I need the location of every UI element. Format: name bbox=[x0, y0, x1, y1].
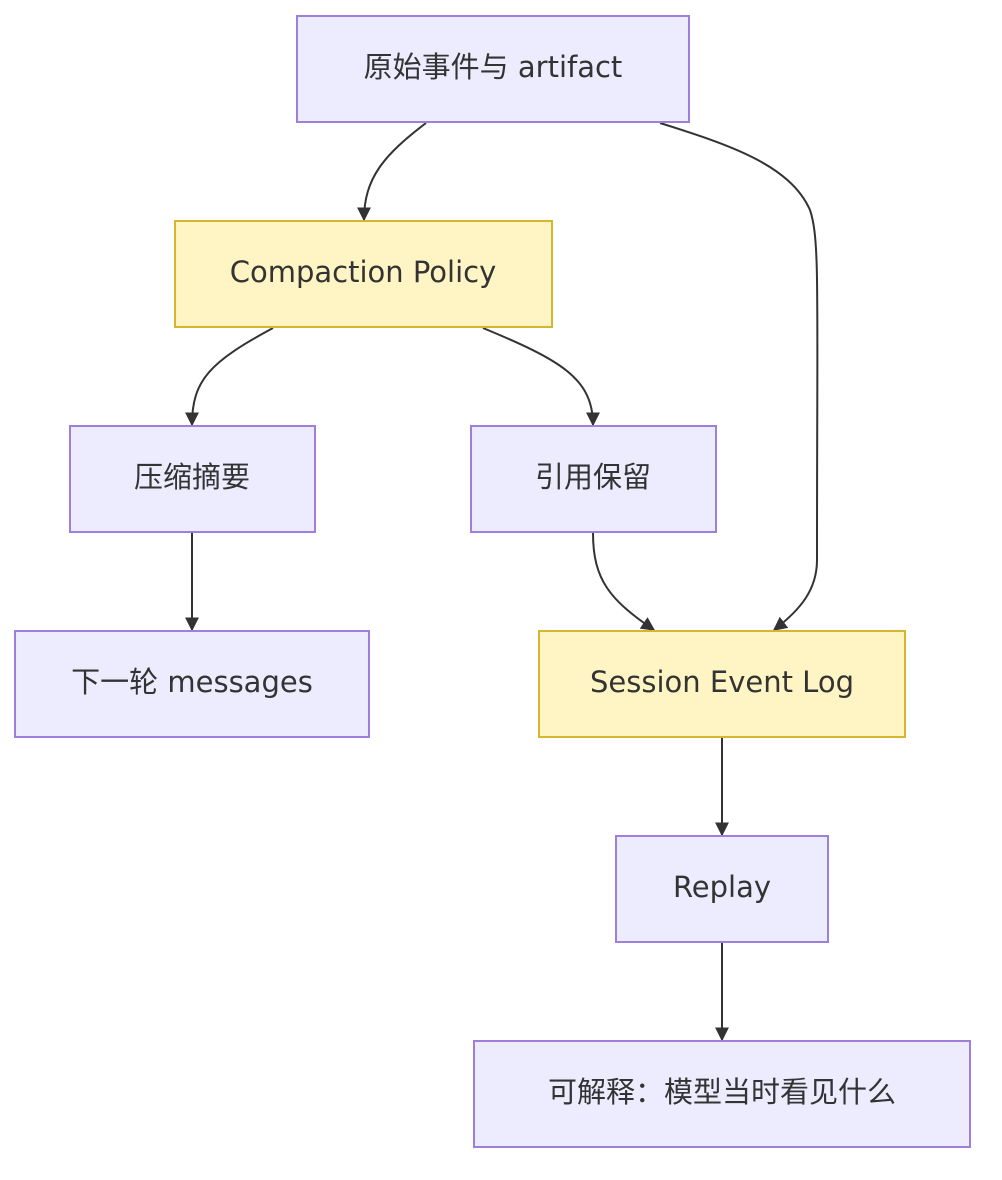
node-reference-retention: 引用保留 bbox=[470, 425, 717, 533]
edge-raw-events-to-compaction-policy bbox=[357, 122, 427, 222]
edges bbox=[185, 122, 819, 1042]
node-raw-events-label: 原始事件与 artifact bbox=[364, 50, 623, 84]
node-explainable: 可解释：模型当时看见什么 bbox=[473, 1040, 971, 1148]
node-compaction-policy: Compaction Policy bbox=[174, 220, 553, 328]
edge-compaction-policy-to-compressed-summary bbox=[185, 327, 274, 427]
node-raw-events: 原始事件与 artifact bbox=[296, 15, 690, 123]
node-compressed-summary: 压缩摘要 bbox=[69, 425, 316, 533]
node-explainable-label: 可解释：模型当时看见什么 bbox=[548, 1075, 896, 1109]
edge-reference-retention-to-session-event-log bbox=[592, 532, 656, 631]
node-compressed-summary-label: 压缩摘要 bbox=[134, 460, 250, 494]
edge-raw-events-to-session-event-log bbox=[659, 122, 819, 631]
node-next-messages: 下一轮 messages bbox=[14, 630, 370, 738]
node-session-event-log: Session Event Log bbox=[538, 630, 906, 738]
node-reference-retention-label: 引用保留 bbox=[535, 460, 651, 494]
node-replay: Replay bbox=[615, 835, 829, 943]
edge-compaction-policy-to-reference-retention bbox=[482, 327, 600, 427]
node-replay-label: Replay bbox=[673, 870, 771, 904]
node-compaction-policy-label: Compaction Policy bbox=[230, 255, 497, 289]
node-session-event-log-label: Session Event Log bbox=[590, 665, 854, 699]
node-next-messages-label: 下一轮 messages bbox=[71, 665, 313, 699]
